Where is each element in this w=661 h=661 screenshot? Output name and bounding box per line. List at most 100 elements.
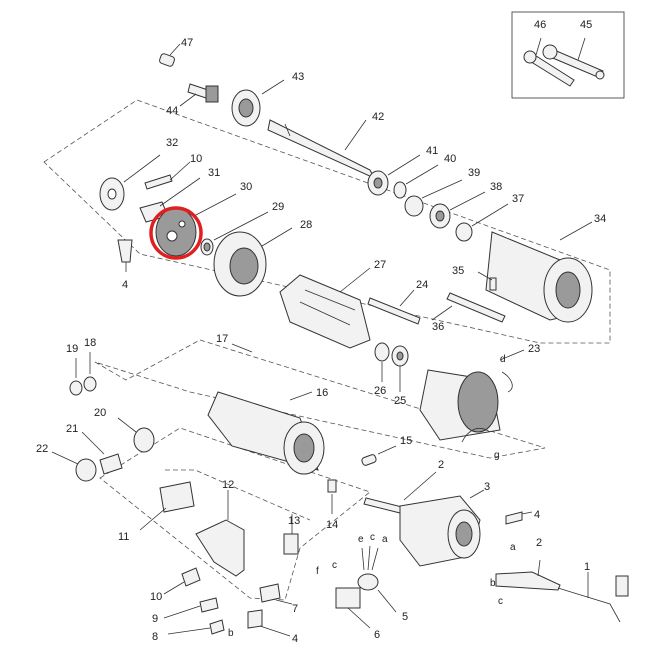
part-24-bolt	[367, 289, 421, 325]
part-39-washer	[404, 179, 463, 217]
label-37: 37	[512, 193, 524, 205]
label-39: 39	[468, 167, 480, 179]
part-37-ring	[455, 203, 509, 242]
part-21-connector	[81, 431, 123, 475]
label-47: 47	[181, 37, 193, 49]
label-21: 21	[66, 423, 78, 435]
part-28-fan	[213, 227, 293, 297]
wire-label-c-cord: c	[498, 596, 503, 607]
label-9: 9	[152, 613, 158, 625]
part-4-screw-bottom	[247, 609, 291, 637]
middle-assembly-boundary	[94, 339, 546, 459]
part-14-clip	[327, 479, 337, 514]
wire-label-b-bottom: b	[228, 628, 234, 639]
highlight-circle	[149, 206, 203, 260]
label-40: 40	[444, 153, 456, 165]
label-32: 32	[166, 137, 178, 149]
part-4-screw-lower	[505, 511, 533, 525]
part-12-bracket	[195, 490, 245, 577]
label-1: 1	[584, 561, 590, 573]
label-24: 24	[416, 279, 428, 291]
wrench-46	[523, 37, 575, 87]
label-25: 25	[394, 395, 406, 407]
part-16-field-housing	[207, 391, 325, 475]
label-38: 38	[490, 181, 502, 193]
part-23-field-coil	[419, 349, 525, 443]
part-1-power-cord	[557, 572, 629, 623]
part-8-screw	[167, 619, 225, 635]
label-26: 26	[374, 385, 386, 397]
part-43-flange	[231, 79, 285, 127]
wire-label-g: g	[494, 450, 500, 461]
label-23: 23	[528, 343, 540, 355]
label-36: 36	[432, 321, 444, 333]
label-28: 28	[300, 219, 312, 231]
part-34-housing	[485, 221, 593, 323]
part-6-noise-filter	[335, 587, 371, 629]
label-3: 3	[484, 481, 490, 493]
label-43: 43	[292, 71, 304, 83]
part-15-pin	[361, 445, 397, 466]
label-15: 15	[400, 435, 412, 447]
label-45: 45	[580, 19, 592, 31]
part-44-bolt	[179, 83, 219, 107]
label-10-upper: 10	[190, 153, 202, 165]
wire-label-c-cap: c	[370, 532, 375, 543]
label-2-right: 2	[536, 537, 542, 549]
label-7: 7	[292, 603, 298, 615]
part-3-end-cover	[399, 489, 485, 567]
wire-label-f: f	[316, 566, 319, 577]
wire-label-a-cap: a	[382, 534, 388, 545]
wire-letter-labels: d g e c a f c a b c b	[228, 354, 516, 639]
label-17: 17	[216, 333, 228, 345]
label-13: 13	[288, 515, 300, 527]
label-34: 34	[594, 213, 606, 225]
wire-label-e: e	[358, 534, 364, 545]
part-29-washer	[200, 211, 269, 256]
label-44: 44	[166, 105, 178, 117]
part-20-bushing	[117, 417, 155, 453]
label-4-bottom: 4	[292, 633, 298, 645]
part-25-bearing	[391, 345, 409, 392]
label-29: 29	[272, 201, 284, 213]
label-8: 8	[152, 631, 158, 643]
part-41-bearing	[367, 154, 421, 196]
label-14: 14	[326, 519, 338, 531]
label-27: 27	[374, 259, 386, 271]
part-22-cap	[51, 451, 97, 482]
label-41: 41	[426, 145, 438, 157]
part-19-ring	[69, 358, 83, 396]
label-18: 18	[84, 337, 96, 349]
label-16: 16	[316, 387, 328, 399]
label-2-upper: 2	[438, 459, 444, 471]
part-10-screw-lower	[163, 567, 201, 595]
switch-subassembly-boundary	[165, 469, 311, 521]
label-5: 5	[402, 611, 408, 623]
wire-label-a-cord: a	[510, 542, 516, 553]
part-7-terminal	[259, 583, 293, 605]
label-10-lower: 10	[150, 591, 162, 603]
label-35: 35	[452, 265, 464, 277]
part-10-screw-upper	[144, 161, 191, 190]
wrench-45	[542, 37, 605, 80]
label-4-upper: 4	[122, 279, 128, 291]
part-36-bolt	[431, 292, 506, 323]
part-35-pin	[477, 271, 497, 291]
label-30: 30	[240, 181, 252, 193]
part-9-screw	[163, 597, 219, 619]
part-2-cord-guard	[495, 559, 561, 591]
part-40-ring	[393, 164, 439, 199]
part-42-shaft	[267, 119, 376, 180]
label-6: 6	[374, 629, 380, 641]
label-31: 31	[208, 167, 220, 179]
lower-assembly-boundary	[99, 427, 371, 601]
part-11-switch	[139, 481, 195, 531]
part-number-labels: 47 43 44 42 32 10 31 30 29 28 41 40 39 3…	[36, 19, 606, 645]
part-18-ring	[83, 352, 97, 392]
label-22: 22	[36, 443, 48, 455]
label-20: 20	[94, 407, 106, 419]
part-47-pin	[159, 43, 181, 67]
label-11: 11	[118, 531, 129, 543]
